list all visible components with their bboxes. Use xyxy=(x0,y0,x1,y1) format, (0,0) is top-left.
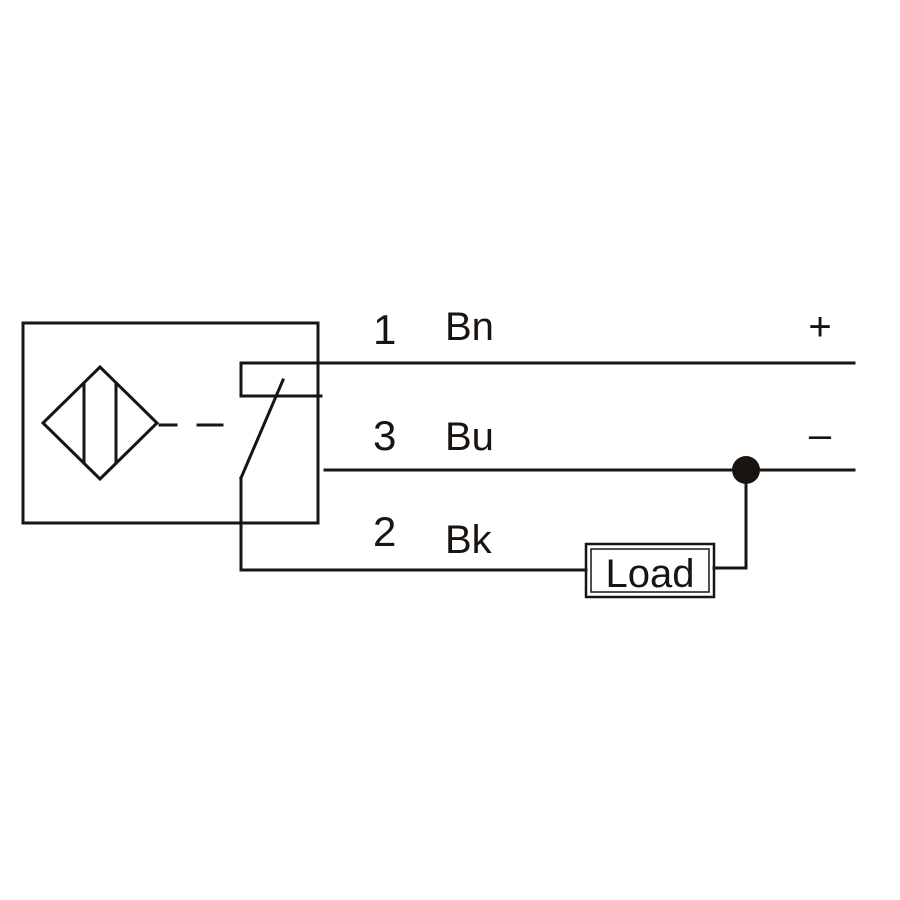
sensing-element-icon xyxy=(40,364,160,482)
pin-number-3: 3 xyxy=(373,412,396,459)
load-return-wire xyxy=(712,468,748,570)
load-box: Load xyxy=(584,542,716,599)
sensor-housing xyxy=(21,321,320,525)
load-label: Load xyxy=(606,552,695,596)
pin-number-2: 2 xyxy=(373,508,396,555)
wire-color-code-2: Bk xyxy=(445,518,493,562)
wire-color-code-1: Bn xyxy=(445,305,494,349)
polarity-positive: + xyxy=(808,305,831,349)
switch-contact-icon xyxy=(239,361,588,572)
pin-number-1: 1 xyxy=(373,306,396,353)
polarity-negative: – xyxy=(809,413,832,457)
wire-color-code-3: Bu xyxy=(445,415,494,459)
